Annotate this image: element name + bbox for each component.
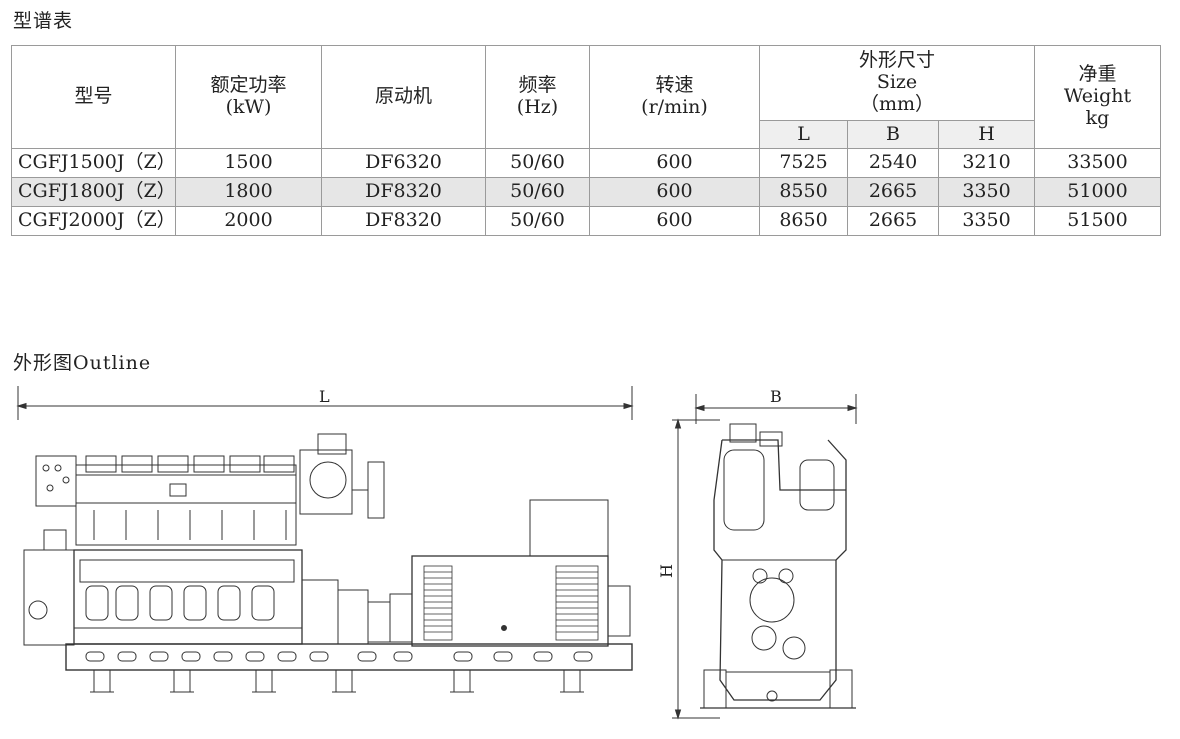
cell-engine: DF8320 <box>321 177 486 207</box>
header-size: 外形尺寸 Size （mm） <box>759 45 1035 121</box>
header-engine: 原动机 <box>321 45 486 149</box>
header-size-h: H <box>938 120 1035 149</box>
cell-model: CGFJ1800J（Z） <box>11 177 176 207</box>
cell-power: 1500 <box>175 148 322 178</box>
header-speed: 转速 (r/min) <box>589 45 760 149</box>
dimension-l: L <box>16 386 634 420</box>
dim-h-label: H <box>660 564 676 578</box>
outline-title: 外形图Outline <box>13 352 152 374</box>
cell-model: CGFJ1500J（Z） <box>11 148 176 178</box>
dim-l-label: L <box>319 387 330 406</box>
cell-size-l: 7525 <box>759 148 848 178</box>
header-model: 型号 <box>11 45 176 149</box>
generator-side-view-drawing: B H <box>660 387 858 720</box>
header-power: 额定功率 (kW) <box>175 45 322 149</box>
cell-size-b: 2665 <box>847 206 939 236</box>
cell-engine: DF8320 <box>321 206 486 236</box>
table-row: CGFJ2000J（Z） 2000 DF8320 50/60 600 8650 … <box>11 206 1161 236</box>
cell-model: CGFJ2000J（Z） <box>11 206 176 236</box>
dimension-b: B <box>694 387 858 424</box>
dimension-h: H <box>660 418 720 720</box>
cell-weight: 51500 <box>1034 206 1161 236</box>
cell-size-h: 3210 <box>938 148 1035 178</box>
cell-speed: 600 <box>589 206 760 236</box>
cell-power: 1800 <box>175 177 322 207</box>
table-row: CGFJ1500J（Z） 1500 DF6320 50/60 600 7525 … <box>11 148 1161 178</box>
dim-b-label: B <box>770 387 782 406</box>
header-size-b: B <box>847 120 939 149</box>
header-weight: 净重 Weight kg <box>1034 45 1161 149</box>
cell-power: 2000 <box>175 206 322 236</box>
generator-front-view-drawing: L <box>16 386 634 693</box>
cell-size-b: 2540 <box>847 148 939 178</box>
cell-size-h: 3350 <box>938 177 1035 207</box>
cell-size-l: 8650 <box>759 206 848 236</box>
cell-frequency: 50/60 <box>485 206 590 236</box>
cell-weight: 51000 <box>1034 177 1161 207</box>
cell-speed: 600 <box>589 177 760 207</box>
cell-frequency: 50/60 <box>485 177 590 207</box>
cell-frequency: 50/60 <box>485 148 590 178</box>
spec-table-title: 型谱表 <box>13 10 74 32</box>
cell-engine: DF6320 <box>321 148 486 178</box>
header-size-l: L <box>759 120 848 149</box>
cell-size-h: 3350 <box>938 206 1035 236</box>
cell-size-b: 2665 <box>847 177 939 207</box>
cell-weight: 33500 <box>1034 148 1161 178</box>
cell-speed: 600 <box>589 148 760 178</box>
table-row: CGFJ1800J（Z） 1800 DF8320 50/60 600 8550 … <box>11 177 1161 207</box>
header-frequency: 频率 (Hz) <box>485 45 590 149</box>
spec-table: 型号 额定功率 (kW) 原动机 频率 (Hz) 转速 (r/min) 外形尺寸… <box>11 45 1161 236</box>
cell-size-l: 8550 <box>759 177 848 207</box>
